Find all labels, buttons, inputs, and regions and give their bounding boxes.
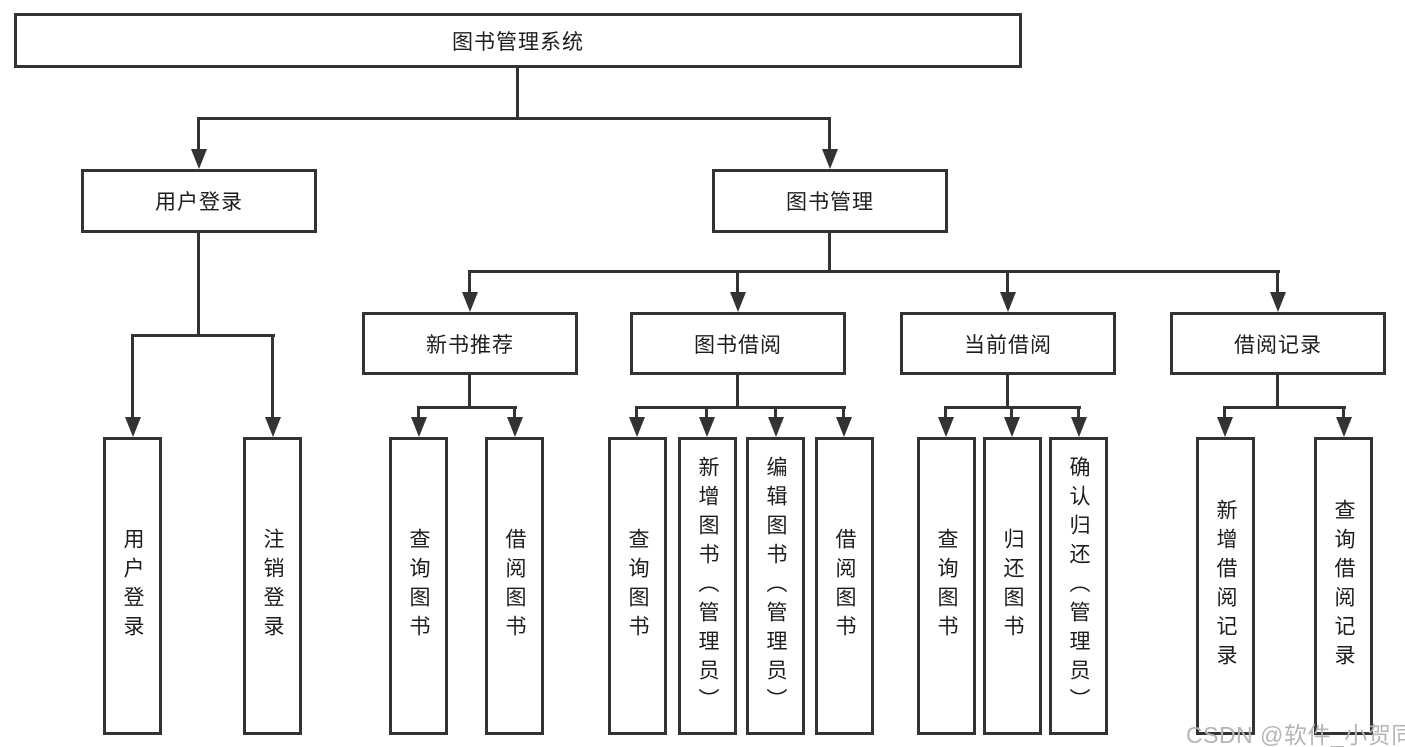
arrowhead-icon bbox=[822, 149, 838, 169]
arrowhead-icon bbox=[699, 417, 715, 437]
arrowhead-icon bbox=[629, 417, 645, 437]
connector-line bbox=[131, 334, 134, 419]
arrowhead-icon bbox=[125, 417, 141, 437]
node-label: 编辑图书（管理员） bbox=[764, 455, 788, 717]
arrowhead-icon bbox=[768, 417, 784, 437]
connector-line bbox=[197, 117, 831, 120]
connector-line bbox=[635, 406, 846, 409]
arrowhead-icon bbox=[411, 417, 427, 437]
connector-line bbox=[417, 406, 420, 419]
node-label: 查询图书 bbox=[935, 528, 959, 644]
node-label: 新增图书（管理员） bbox=[696, 455, 720, 717]
node-label: 当前借阅 bbox=[964, 333, 1052, 357]
connector-line bbox=[1276, 375, 1279, 409]
node-label: 图书管理 bbox=[786, 191, 874, 214]
leaf-add-borrow-record: 新增借阅记录 bbox=[1196, 437, 1255, 735]
arrowhead-icon bbox=[507, 417, 523, 437]
node-label: 图书借阅 bbox=[694, 333, 782, 357]
connector-line bbox=[1010, 406, 1013, 419]
leaf-current-query-books: 查询图书 bbox=[917, 437, 976, 735]
node-label: 归还图书 bbox=[1001, 528, 1025, 644]
connector-line bbox=[944, 406, 947, 419]
node-new-book-recommend: 新书推荐 bbox=[362, 312, 578, 375]
connector-line bbox=[468, 375, 471, 409]
connector-line bbox=[828, 233, 831, 273]
node-book-borrowing: 图书借阅 bbox=[630, 312, 846, 375]
connector-line bbox=[705, 406, 708, 419]
node-label: 新增借阅记录 bbox=[1214, 499, 1238, 673]
node-label: 新书推荐 bbox=[426, 333, 514, 357]
node-label: 查询图书 bbox=[626, 528, 650, 644]
connector-line bbox=[417, 406, 517, 409]
arrowhead-icon bbox=[191, 149, 207, 169]
connector-line bbox=[468, 270, 1280, 273]
leaf-recommend-borrow-books: 借阅图书 bbox=[485, 437, 544, 735]
leaf-recommend-query-books: 查询图书 bbox=[389, 437, 448, 735]
node-current-borrowing: 当前借阅 bbox=[900, 312, 1116, 375]
arrowhead-icon bbox=[1071, 417, 1087, 437]
connector-line bbox=[736, 375, 739, 409]
connector-line bbox=[828, 117, 831, 151]
arrowhead-icon bbox=[462, 292, 478, 312]
csdn-watermark: CSDN @软件_小贺同学 bbox=[1186, 722, 1405, 747]
arrowhead-icon bbox=[265, 417, 281, 437]
node-root-library-system: 图书管理系统 bbox=[14, 13, 1022, 68]
node-label: 图书管理系统 bbox=[452, 30, 584, 54]
node-label: 查询借阅记录 bbox=[1332, 499, 1356, 673]
connector-line bbox=[197, 233, 200, 337]
connector-line bbox=[1006, 375, 1009, 409]
connector-line bbox=[736, 270, 739, 294]
connector-line bbox=[1077, 406, 1080, 419]
arrowhead-icon bbox=[1336, 417, 1352, 437]
arrowhead-icon bbox=[1217, 417, 1233, 437]
leaf-user-login: 用户登录 bbox=[103, 437, 162, 735]
arrowhead-icon bbox=[730, 292, 746, 312]
arrowhead-icon bbox=[1000, 292, 1016, 312]
connector-line bbox=[271, 334, 274, 419]
connector-line bbox=[1342, 406, 1345, 419]
connector-line bbox=[131, 334, 275, 337]
leaf-query-borrow-record: 查询借阅记录 bbox=[1314, 437, 1373, 735]
connector-line bbox=[635, 406, 638, 419]
node-label: 借阅图书 bbox=[503, 528, 527, 644]
leaf-borrowing-query-books: 查询图书 bbox=[608, 437, 667, 735]
node-label: 借阅记录 bbox=[1234, 333, 1322, 357]
arrowhead-icon bbox=[1270, 292, 1286, 312]
node-book-management: 图书管理 bbox=[712, 169, 948, 233]
leaf-edit-books-admin: 编辑图书（管理员） bbox=[746, 437, 805, 735]
connector-line bbox=[516, 68, 519, 119]
connector-line bbox=[1223, 406, 1226, 419]
leaf-confirm-return-admin: 确认归还（管理员） bbox=[1049, 437, 1108, 735]
connector-line bbox=[1223, 406, 1346, 409]
connector-line bbox=[197, 117, 200, 151]
node-user-login-branch: 用户登录 bbox=[81, 169, 317, 233]
node-label: 借阅图书 bbox=[833, 528, 857, 644]
arrowhead-icon bbox=[938, 417, 954, 437]
node-label: 用户登录 bbox=[121, 528, 145, 644]
node-label: 确认归还（管理员） bbox=[1067, 455, 1091, 717]
connector-line bbox=[468, 270, 471, 294]
arrowhead-icon bbox=[836, 417, 852, 437]
leaf-borrowing-borrow-books: 借阅图书 bbox=[815, 437, 874, 735]
node-label: 注销登录 bbox=[261, 528, 285, 644]
node-borrow-records: 借阅记录 bbox=[1170, 312, 1386, 375]
node-label: 用户登录 bbox=[155, 191, 243, 214]
connector-line bbox=[1006, 270, 1009, 294]
node-label: 查询图书 bbox=[407, 528, 431, 644]
leaf-logout: 注销登录 bbox=[243, 437, 302, 735]
connector-line bbox=[513, 406, 516, 419]
connector-line bbox=[842, 406, 845, 419]
connector-line bbox=[774, 406, 777, 419]
leaf-return-books: 归还图书 bbox=[983, 437, 1042, 735]
arrowhead-icon bbox=[1004, 417, 1020, 437]
connector-line bbox=[1276, 270, 1279, 294]
leaf-add-books-admin: 新增图书（管理员） bbox=[678, 437, 737, 735]
